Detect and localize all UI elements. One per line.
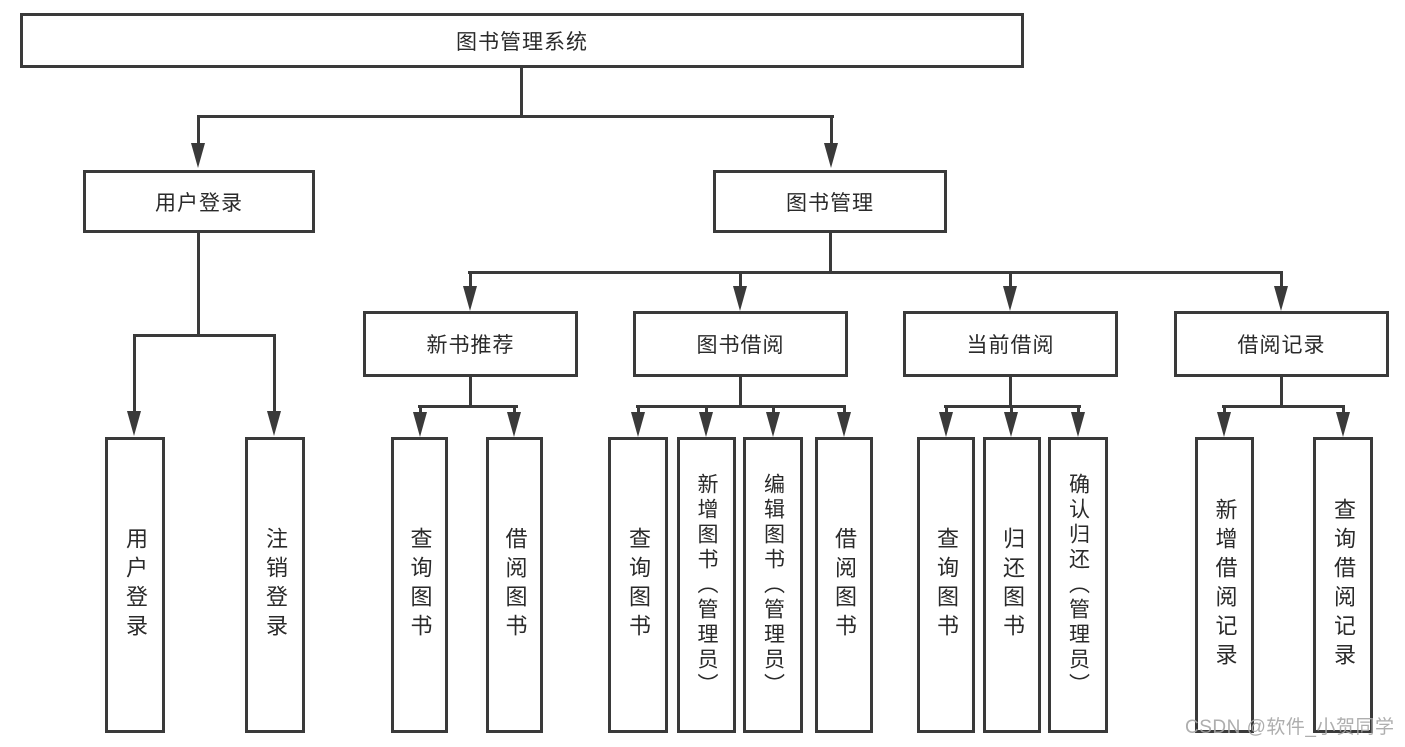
node-br-query-label: 查询借阅记录 (1331, 498, 1356, 672)
connector-bb-vline (739, 375, 742, 408)
connector-br-stub-2 (1342, 405, 1345, 414)
node-book-borrow: 图书借阅 (633, 311, 848, 377)
connector-root-stub-right (830, 115, 833, 144)
node-cb-return: 归还图书 (983, 437, 1041, 733)
connector-bookmgmt-stub-4 (1280, 271, 1283, 287)
node-rec-query-label: 查询图书 (407, 527, 433, 643)
node-book-mgmt: 图书管理 (713, 170, 947, 233)
node-user-login: 用户登录 (83, 170, 315, 233)
arrow-down-book-mgmt (824, 143, 838, 168)
node-bb-query: 查询图书 (608, 437, 668, 733)
node-bb-borrow-label: 借阅图书 (832, 527, 857, 643)
csdn-watermark: CSDN @软件_小贺同学 (1185, 717, 1395, 738)
connector-userlogin-branch (133, 334, 276, 337)
node-bb-edit: 编辑图书（管理员） (743, 437, 803, 733)
connector-rec-stub-1 (419, 405, 422, 414)
connector-cb-vline (1009, 375, 1012, 408)
arrow-down-current-borrow (1003, 286, 1017, 311)
connector-rec-vline (469, 375, 472, 408)
node-bb-add-label: 新增图书（管理员） (695, 472, 718, 698)
node-logout: 注销登录 (245, 437, 305, 733)
connector-cb-stub-2 (1010, 405, 1013, 414)
arrow-down-user-login (191, 143, 205, 168)
connector-root-vline (520, 68, 523, 118)
node-cb-query: 查询图书 (917, 437, 975, 733)
node-borrow-record: 借阅记录 (1174, 311, 1389, 377)
arrow-down-rec-query (413, 412, 427, 437)
node-cb-return-label: 归还图书 (1000, 527, 1025, 643)
node-rec-query: 查询图书 (391, 437, 448, 733)
node-bb-query-label: 查询图书 (626, 527, 651, 643)
node-book-borrow-label: 图书借阅 (696, 334, 785, 357)
arrow-down-rec-borrow (507, 412, 521, 437)
node-bb-borrow: 借阅图书 (815, 437, 873, 733)
arrow-down-br-query (1336, 412, 1350, 437)
arrow-down-book-borrow (733, 286, 747, 311)
node-logout-label: 注销登录 (263, 527, 288, 643)
node-br-query: 查询借阅记录 (1313, 437, 1373, 733)
connector-br-branch (1222, 405, 1345, 408)
arrow-down-bb-query (631, 412, 645, 437)
connector-bookmgmt-stub-1 (469, 271, 472, 287)
connector-rec-branch (418, 405, 518, 408)
connector-bb-stub-3 (772, 405, 775, 414)
node-rec-borrow: 借阅图书 (486, 437, 543, 733)
arrow-down-cb-return (1004, 412, 1018, 437)
connector-rec-stub-2 (513, 405, 516, 414)
node-cb-confirm-label: 确认归还（管理员） (1066, 472, 1090, 698)
arrow-down-bb-borrow (837, 412, 851, 437)
node-bb-add: 新增图书（管理员） (677, 437, 736, 733)
arrow-down-cb-confirm (1071, 412, 1085, 437)
node-user-login-label: 用户登录 (155, 191, 243, 215)
connector-userlogin-vline (197, 231, 200, 336)
connector-root-stub-left (197, 115, 200, 144)
connector-bookmgmt-branch (468, 271, 1283, 274)
node-root-label: 图书管理系统 (456, 30, 588, 54)
connector-bookmgmt-vline (829, 231, 832, 274)
arrow-down-new-book-rec (463, 286, 477, 311)
arrow-down-login (127, 411, 141, 436)
node-new-book-rec-label: 新书推荐 (426, 334, 515, 357)
connector-br-vline (1280, 375, 1283, 408)
node-borrow-record-label: 借阅记录 (1237, 334, 1326, 357)
node-book-mgmt-label: 图书管理 (786, 191, 874, 215)
connector-br-stub-1 (1223, 405, 1226, 414)
node-login: 用户登录 (105, 437, 165, 733)
arrow-down-cb-query (939, 412, 953, 437)
connector-root-branch (197, 115, 834, 118)
connector-userlogin-stub-right (273, 334, 276, 412)
node-current-borrow-label: 当前借阅 (966, 334, 1055, 357)
node-rec-borrow-label: 借阅图书 (502, 527, 528, 643)
node-login-label: 用户登录 (123, 527, 148, 643)
connector-bookmgmt-stub-3 (1009, 271, 1012, 287)
arrow-down-br-add (1217, 412, 1231, 437)
arrow-down-logout (267, 411, 281, 436)
connector-bb-stub-1 (637, 405, 640, 414)
arrow-down-bb-add (699, 412, 713, 437)
node-cb-confirm: 确认归还（管理员） (1048, 437, 1108, 733)
arrow-down-borrow-record (1274, 286, 1288, 311)
node-root: 图书管理系统 (20, 13, 1024, 68)
connector-cb-stub-3 (1077, 405, 1080, 414)
node-br-add: 新增借阅记录 (1195, 437, 1254, 733)
connector-userlogin-stub-left (133, 334, 136, 412)
connector-bookmgmt-stub-2 (739, 271, 742, 287)
node-current-borrow: 当前借阅 (903, 311, 1118, 377)
connector-cb-stub-1 (945, 405, 948, 414)
connector-bb-branch (636, 405, 846, 408)
connector-bb-stub-4 (843, 405, 846, 414)
node-br-add-label: 新增借阅记录 (1212, 498, 1238, 672)
arrow-down-bb-edit (766, 412, 780, 437)
node-cb-query-label: 查询图书 (934, 527, 959, 643)
node-bb-edit-label: 编辑图书（管理员） (761, 472, 785, 698)
connector-bb-stub-2 (705, 405, 708, 414)
node-new-book-rec: 新书推荐 (363, 311, 578, 377)
